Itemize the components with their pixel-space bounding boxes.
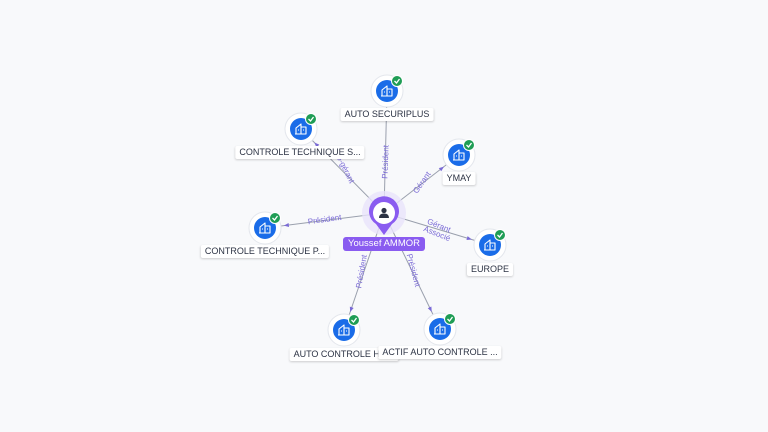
verified-check-icon bbox=[305, 113, 317, 125]
verified-check-icon bbox=[348, 314, 360, 326]
verified-check-icon bbox=[444, 313, 456, 325]
company-name-label[interactable]: YMAY bbox=[442, 172, 476, 185]
verified-check-icon bbox=[494, 229, 506, 241]
person-node[interactable] bbox=[362, 191, 406, 235]
edge-arrow bbox=[466, 236, 472, 240]
building-icon bbox=[381, 85, 393, 97]
company-node[interactable] bbox=[370, 74, 404, 108]
company-node[interactable] bbox=[442, 138, 476, 172]
company-node[interactable] bbox=[248, 211, 282, 245]
company-node[interactable] bbox=[327, 313, 361, 347]
person-icon bbox=[379, 207, 389, 218]
relation-label: Président bbox=[354, 253, 369, 289]
building-icon bbox=[434, 323, 446, 335]
edge-arrow bbox=[349, 306, 354, 313]
building-icon bbox=[259, 222, 271, 234]
company-name-label[interactable]: AUTO CONTROLE HO... bbox=[289, 348, 399, 361]
edge-arrow bbox=[314, 142, 320, 148]
company-node[interactable] bbox=[423, 312, 457, 346]
verified-check-icon bbox=[463, 139, 475, 151]
relation-label: Gérant bbox=[411, 169, 433, 195]
edge-arrow bbox=[283, 223, 290, 227]
company-name-label[interactable]: ACTIF AUTO CONTROLE ... bbox=[378, 346, 502, 359]
edge-arrow bbox=[438, 166, 444, 172]
relation-label: Président bbox=[380, 144, 390, 179]
relation-label: Président bbox=[307, 213, 342, 227]
company-name-label[interactable]: CONTROLE TECHNIQUE S... bbox=[235, 146, 365, 159]
edge-arrow bbox=[427, 306, 432, 312]
building-icon bbox=[295, 123, 307, 135]
building-icon bbox=[338, 324, 350, 336]
verified-check-icon bbox=[391, 75, 403, 87]
company-node[interactable] bbox=[284, 112, 318, 146]
relation-label: Président bbox=[405, 253, 423, 289]
building-icon bbox=[453, 149, 465, 161]
person-name-label[interactable]: Youssef AMMOR bbox=[343, 237, 425, 251]
company-name-label[interactable]: AUTO SECURIPLUS bbox=[340, 108, 434, 121]
verified-check-icon bbox=[269, 212, 281, 224]
company-name-label[interactable]: CONTROLE TECHNIQUE P... bbox=[200, 245, 330, 258]
company-node[interactable] bbox=[473, 228, 507, 262]
building-icon bbox=[484, 239, 496, 251]
company-name-label[interactable]: EUROPE bbox=[466, 263, 514, 276]
